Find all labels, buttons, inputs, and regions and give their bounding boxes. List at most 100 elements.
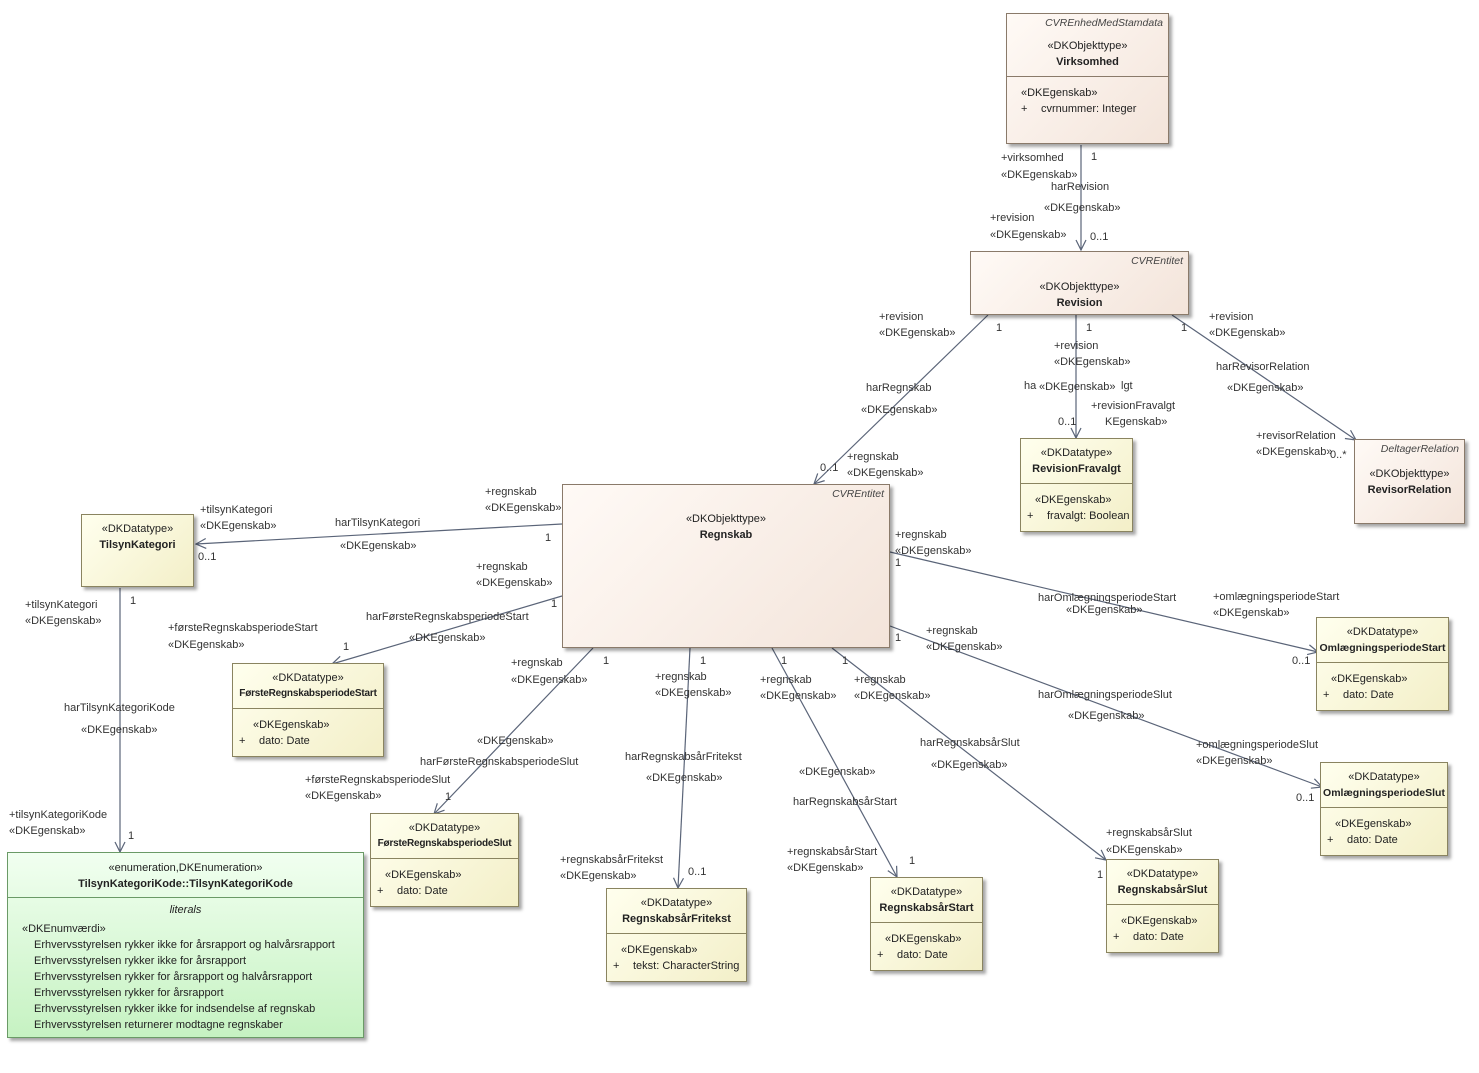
assoc-harOmlSlut (889, 625, 1322, 787)
class-name: RevisionFravalgt (1032, 463, 1121, 475)
assoc-label: 1 (842, 655, 849, 667)
class-name: RegnskabsårStart (879, 902, 974, 914)
assoc-label: harRegnskab (866, 382, 932, 394)
assoc-label: «DKEgenskab» (9, 825, 86, 837)
assoc-label: 1 (603, 655, 610, 667)
class-tag: DeltagerRelation (1380, 443, 1459, 455)
class-oml-slut[interactable]: «DKDatatype» OmlægningsperiodeSlut «DKEg… (1320, 762, 1448, 856)
literal-stereotype: «DKEnumværdi» (22, 923, 106, 935)
assoc-label: «DKEgenskab» (168, 639, 245, 651)
assoc-label: harTilsynKategoriKode (64, 702, 175, 714)
class-name: Revision (1056, 297, 1103, 309)
assoc-label: 1 (1086, 322, 1093, 334)
class-stereotype: «DKObjekttype» (1047, 40, 1128, 52)
assoc-label: +tilsynKategoriKode (9, 809, 108, 821)
assoc-label: harFørsteRegnskabsperiodeSlut (420, 756, 579, 768)
class-tilsynkategori[interactable]: «DKDatatype» TilsynKategori (81, 514, 194, 587)
class-revisorrelation[interactable]: DeltagerRelation «DKObjekttype» RevisorR… (1354, 439, 1465, 524)
class-name: Regnskab (699, 529, 753, 541)
class-virksomhed[interactable]: CVREnhedMedStamdata «DKObjekttype» Virks… (1006, 13, 1169, 144)
assoc-label: 1 (781, 655, 788, 667)
compartment-divider (233, 708, 383, 709)
class-stereotype: «DKObjekttype» (1369, 468, 1450, 480)
assoc-label: 0..1 (1296, 792, 1315, 804)
compartment-divider (1317, 662, 1448, 663)
assoc-label: «DKEgenskab» (799, 766, 876, 778)
assoc-label: 0..1 (1292, 655, 1311, 667)
class-aar-slut[interactable]: «DKDatatype» RegnskabsårSlut «DKEgenskab… (1106, 859, 1219, 953)
assoc-label: harRevision (1051, 181, 1110, 193)
assoc-label: «DKEgenskab» (1106, 844, 1183, 856)
assoc-label: «DKEgenskab» (476, 577, 553, 589)
assoc-label: «DKEgenskab» (655, 687, 732, 699)
class-stereotype: «DKDatatype» (272, 672, 344, 684)
attr-stereotype: «DKEgenskab» (1035, 494, 1112, 506)
class-stereotype: «DKDatatype» (890, 886, 963, 898)
class-stereotype: «DKObjekttype» (685, 513, 767, 525)
class-tag: CVREntitet (1131, 255, 1183, 267)
assoc-label: «DKEgenskab» (854, 690, 931, 702)
attribute-row: +fravalgt: Boolean (1027, 510, 1130, 522)
assoc-label: 0..1 (198, 551, 217, 563)
class-stereotype: «DKDatatype» (1346, 626, 1419, 638)
compartment-divider (1007, 76, 1168, 77)
class-forste-slut[interactable]: «DKDatatype» FørsteRegnskabsperiodeSlut … (370, 813, 519, 907)
assoc-label: «DKEgenskab» (760, 690, 837, 702)
assoc-harRevisorRelation (1171, 314, 1356, 440)
assoc-label: «DKEgenskab» (926, 641, 1003, 653)
assoc-label: 1 (343, 641, 350, 653)
assoc-label: «DKEgenskab» (1256, 446, 1333, 458)
assoc-label: +revisionFravalgt (1091, 400, 1176, 412)
compartment-divider (1021, 483, 1132, 484)
class-name: RevisorRelation (1367, 484, 1452, 496)
class-tag: CVREnhedMedStamdata (1045, 17, 1163, 29)
enum-literal: Erhvervsstyrelsen rykker for årsrapport … (34, 971, 313, 983)
class-name: FørsteRegnskabsperiodeSlut (377, 838, 512, 849)
assoc-label: 1 (1181, 322, 1188, 334)
attribute-row: +cvrnummer: Integer (1021, 103, 1137, 115)
assoc-label: +regnskab (895, 529, 947, 541)
class-revisionfravalgt[interactable]: «DKDatatype» RevisionFravalgt «DKEgenska… (1020, 438, 1133, 532)
enum-literal: Erhvervsstyrelsen rykker ikke for årsrap… (34, 939, 335, 951)
assoc-label: harRegnskabsårFritekst (625, 751, 742, 763)
class-name: Virksomhed (1056, 56, 1119, 68)
attr-stereotype: «DKEgenskab» (385, 869, 462, 881)
assoc-label: harFørsteRegnskabsperiodeStart (366, 611, 529, 623)
assoc-label: «DKEgenskab» (861, 404, 938, 416)
assoc-label: 1 (996, 322, 1003, 334)
assoc-label: 0..1 (688, 866, 707, 878)
class-oml-start[interactable]: «DKDatatype» OmlægningsperiodeStart «DKE… (1316, 617, 1449, 711)
class-forste-start[interactable]: «DKDatatype» FørsteRegnskabsperiodeStart… (232, 663, 384, 757)
class-aar-start[interactable]: «DKDatatype» RegnskabsårStart «DKEgenska… (870, 877, 983, 971)
attr-stereotype: «DKEgenskab» (621, 944, 698, 956)
assoc-harRegnskab (814, 314, 989, 484)
assoc-label: «DKEgenskab» (1213, 607, 1290, 619)
assoc-label: +omlægningsperiodeSlut (1196, 739, 1318, 751)
class-revision[interactable]: CVREntitet «DKObjekttype» Revision (970, 251, 1189, 315)
assoc-label: +revision (1209, 311, 1254, 323)
class-regnskab[interactable]: CVREntitet «DKObjekttype» Regnskab (562, 484, 890, 648)
attribute-row: +dato: Date (1323, 689, 1394, 701)
assoc-label: «DKEgenskab» (1227, 382, 1304, 394)
assoc-label: 0..1 (1058, 416, 1077, 428)
class-stereotype: «DKDatatype» (1348, 771, 1420, 783)
enum-tilsynkategorikode[interactable]: «enumeration,DKEnumeration» TilsynKatego… (7, 852, 364, 1038)
enum-literal: Erhvervsstyrelsen rykker for årsrapport (34, 987, 224, 999)
assoc-label: 1 (909, 855, 916, 867)
assoc-label: harOmlægningsperiodeSlut (1038, 689, 1172, 701)
assoc-label: «DKEgenskab» (1044, 202, 1121, 214)
class-fritekst[interactable]: «DKDatatype» RegnskabsårFritekst «DKEgen… (606, 888, 747, 982)
attribute-row: +tekst: CharacterString (613, 960, 740, 972)
assoc-label: «DKEgenskab» (1209, 327, 1286, 339)
assoc-harAarStart (771, 647, 897, 877)
enum-literal: Erhvervsstyrelsen rykker ikke for indsen… (34, 1003, 316, 1015)
class-name: FørsteRegnskabsperiodeStart (239, 688, 377, 699)
class-stereotype: «DKDatatype» (101, 523, 174, 535)
assoc-label: harRegnskabsårStart (793, 796, 897, 808)
assoc-label: +revisorRelation (1256, 430, 1336, 442)
attribute-row: +dato: Date (377, 885, 448, 897)
assoc-harTilsynKategori (196, 523, 563, 544)
assoc-label: 0..1 (820, 462, 839, 474)
assoc-label: «DKEgenskab» (787, 862, 864, 874)
